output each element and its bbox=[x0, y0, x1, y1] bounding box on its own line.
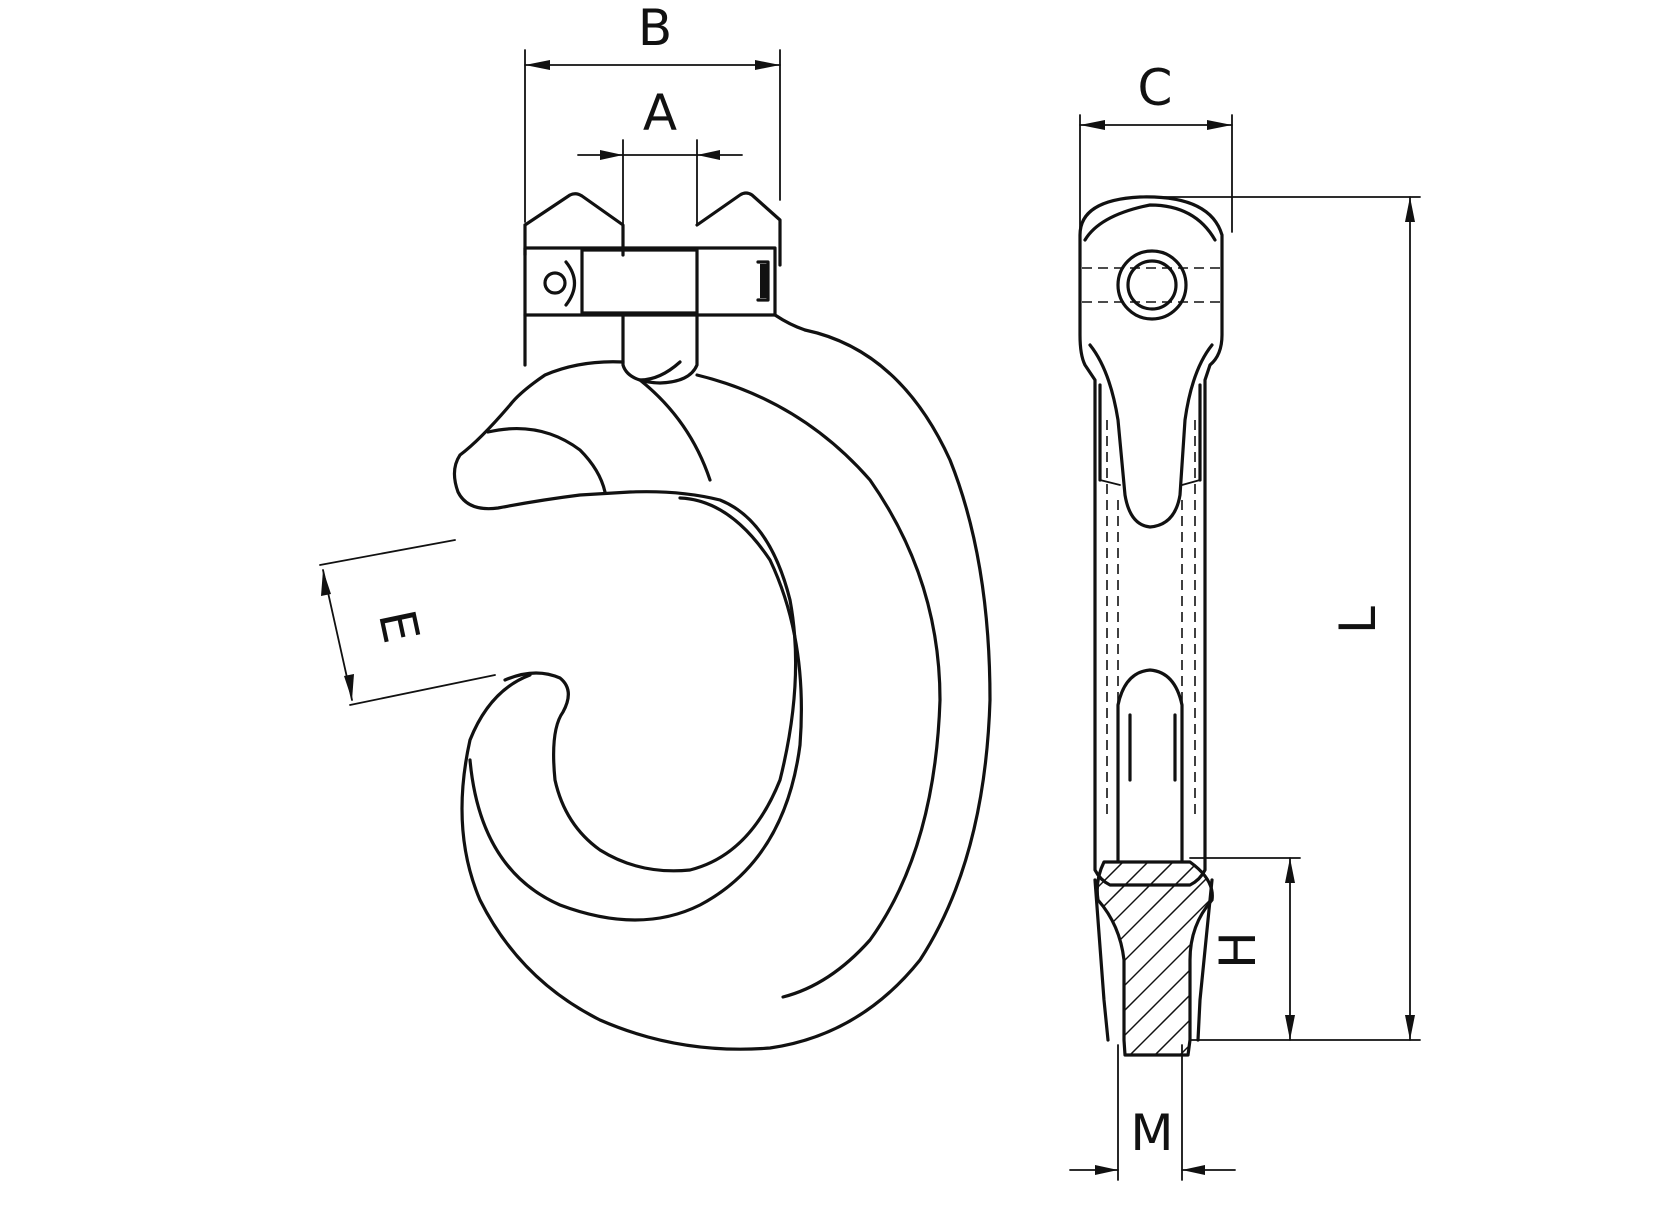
label-C: C bbox=[1138, 59, 1173, 117]
dimension-H: H bbox=[1189, 857, 1301, 1041]
side-upper-groove bbox=[1088, 343, 1214, 529]
dimension-L: L bbox=[1149, 196, 1421, 1041]
pin-housing bbox=[523, 246, 777, 317]
side-lower-groove bbox=[1116, 668, 1184, 862]
side-groove-shoulder bbox=[1099, 479, 1201, 486]
dimension-M: M bbox=[1069, 1044, 1236, 1181]
pin-head-fill bbox=[760, 264, 768, 298]
center-slot bbox=[621, 313, 699, 385]
label-B: B bbox=[638, 0, 672, 57]
side-eye-outline bbox=[1078, 195, 1224, 887]
side-pin-inner bbox=[1126, 259, 1178, 311]
dimension-E: E bbox=[319, 539, 496, 706]
hook-throat bbox=[452, 360, 798, 873]
side-flank-right bbox=[1196, 878, 1214, 1042]
pin-shaft bbox=[580, 248, 699, 315]
hook-outer-contour bbox=[460, 328, 992, 1051]
latch-tip bbox=[486, 426, 607, 494]
front-view bbox=[452, 191, 992, 1051]
dimension-A: A bbox=[577, 84, 743, 226]
dimension-C: C bbox=[1079, 59, 1233, 233]
rim-inner-curve bbox=[638, 378, 712, 482]
dimension-B: B bbox=[524, 0, 781, 223]
left-lug bbox=[523, 192, 625, 257]
label-M: M bbox=[1130, 1104, 1173, 1162]
label-H: H bbox=[1209, 931, 1267, 969]
throat-shoulder bbox=[638, 360, 682, 382]
hook-rim-line bbox=[695, 373, 942, 999]
side-view bbox=[1078, 195, 1224, 1057]
label-A: A bbox=[643, 84, 677, 142]
side-flank-left bbox=[1093, 878, 1110, 1042]
right-cheek-top bbox=[773, 313, 807, 332]
right-lug bbox=[695, 191, 782, 267]
side-pin-outer bbox=[1116, 249, 1188, 321]
label-L: L bbox=[1329, 606, 1387, 634]
label-E: E bbox=[367, 605, 430, 648]
cotter-hole bbox=[543, 271, 567, 295]
side-eye-crown bbox=[1083, 203, 1217, 242]
hook-inner-crescent bbox=[468, 496, 803, 922]
cotter-arc bbox=[564, 260, 577, 307]
